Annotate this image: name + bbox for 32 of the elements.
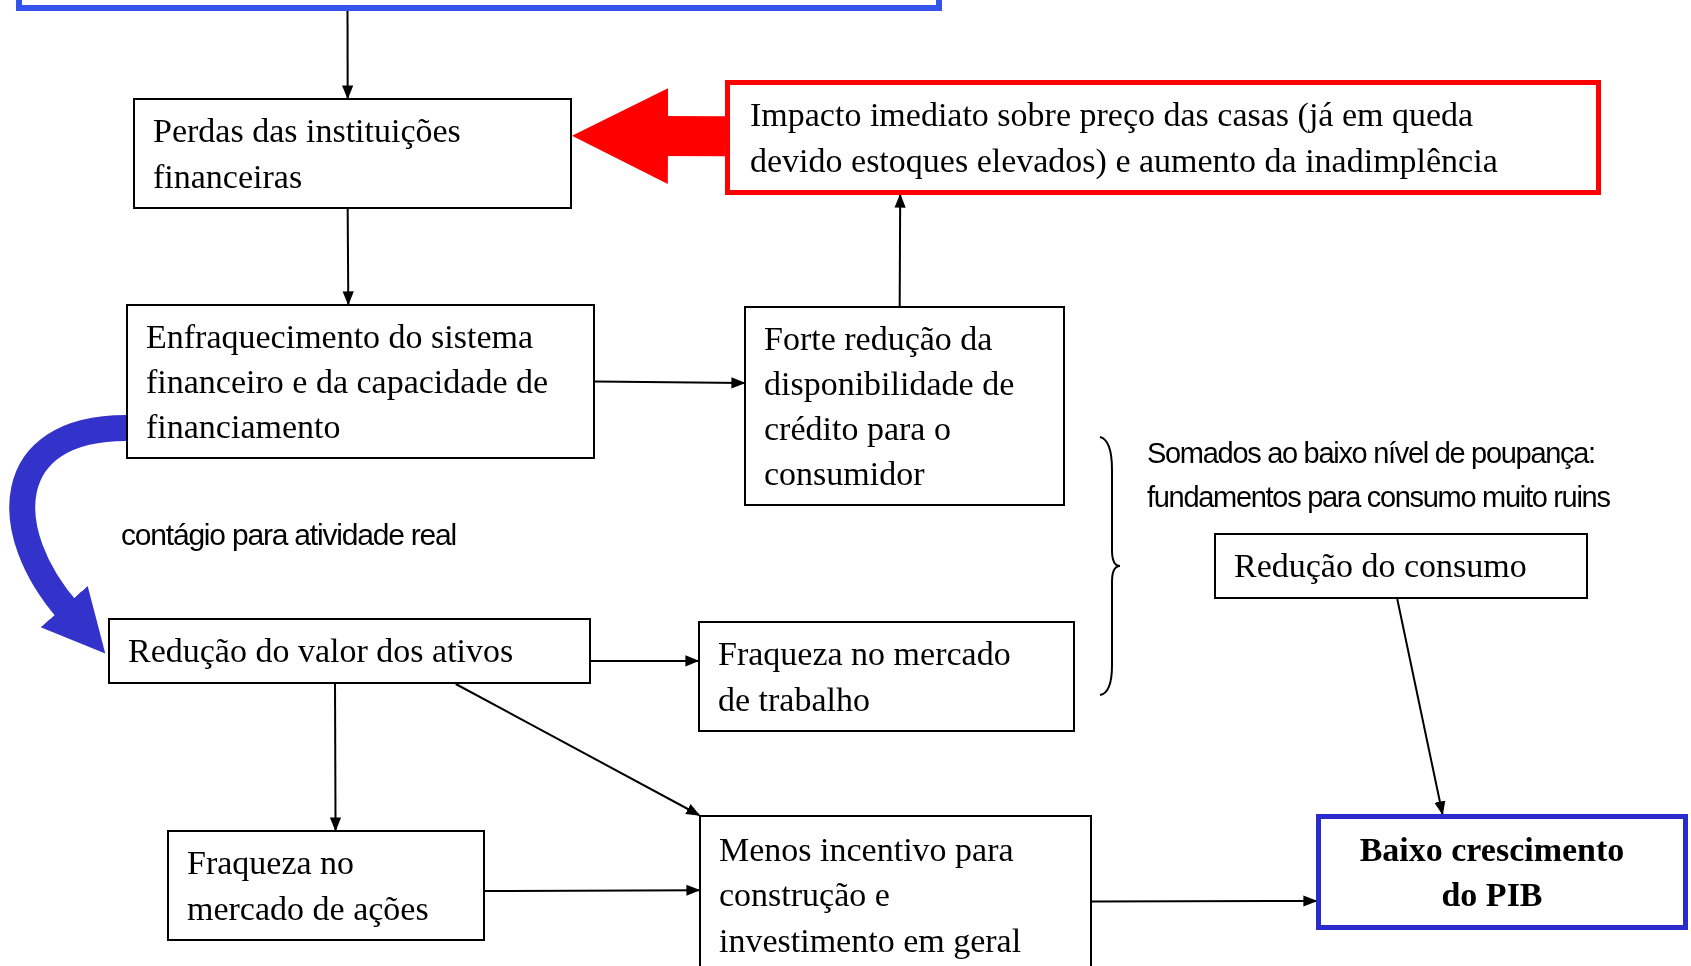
block-arrow: [572, 88, 726, 185]
process-box: [1316, 814, 1688, 930]
arrow: [342, 208, 354, 306]
process-box: [133, 98, 572, 209]
process-box: [126, 304, 595, 459]
node-text: Menos incentivo para construção e investimento em geral: [719, 830, 1023, 961]
arrow: [342, 10, 354, 100]
arrow: [1091, 895, 1318, 907]
arrow: [329, 683, 342, 832]
arrow: [894, 193, 906, 307]
node-text: Redução do valor dos ativos: [128, 631, 514, 672]
node-text: Fraqueza no mercado de trabalho: [718, 634, 1012, 720]
process-box: [744, 306, 1065, 506]
arrow: [594, 377, 746, 389]
node-text: Forte redução da disponibilidade de crédito para o consumidor: [764, 318, 1016, 495]
node-text: Baixo crescimento do PIB: [1358, 829, 1626, 915]
process-box: [725, 80, 1601, 195]
process-box: [108, 618, 591, 684]
node-text: Redução do consumo: [1234, 546, 1527, 587]
arrow: [1396, 598, 1446, 816]
process-box: [699, 815, 1092, 966]
arrow: [590, 655, 700, 667]
node-text: Perdas das instituições financeiras: [153, 111, 462, 197]
node-text: Fraqueza no mercado de ações: [187, 843, 430, 929]
node-text: Impacto imediato sobre preço das casas (já em queda devido estoques elevados) e aumento da inadimplência: [750, 95, 1499, 181]
node-text: Enfraquecimento do sistema financeiro e da capacidade de financiamento: [146, 316, 550, 448]
process-box: [1214, 533, 1588, 599]
arrow: [454, 683, 701, 816]
note-text: Somados ao baixo nível de poupança: fundamentos para consumo muito ruins: [1147, 436, 1611, 515]
process-box: [698, 621, 1075, 732]
process-box: [167, 830, 485, 941]
arrow: [484, 884, 701, 896]
